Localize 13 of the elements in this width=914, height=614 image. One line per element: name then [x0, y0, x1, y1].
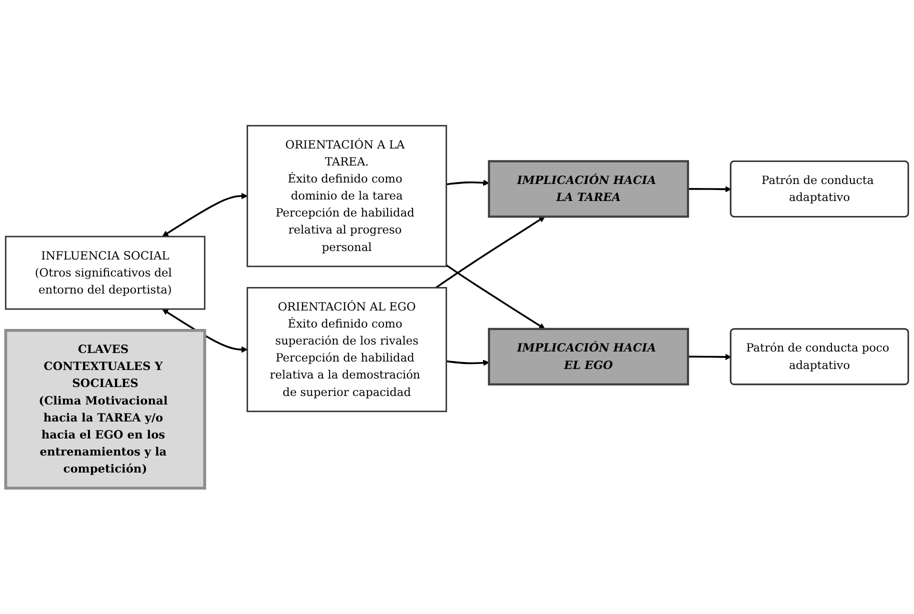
arrow [688, 354, 732, 360]
arrow [446, 180, 490, 186]
node-box: CLAVES CONTEXTUALES Y SOCIALES (Clima Motivacional hacia la TAREA y/o hacia el EGO en los entrenamientos y la competición) [4, 329, 206, 490]
node-box: INFLUENCIA SOCIAL (Otros significativos del entorno del deportista) [4, 236, 206, 310]
node-box: ORIENTACIÓN AL EGO Éxito definido como superación de los rivales Percepción de habilidad relativa a la demostración de superior capacidad [246, 287, 448, 412]
arrow [162, 193, 248, 237]
arrow [446, 264, 546, 330]
arrow [435, 216, 546, 289]
node-box: IMPLICACIÓN HACIA EL EGO [488, 328, 690, 386]
arrow [446, 360, 490, 366]
node-box: ORIENTACIÓN A LA TAREA. Éxito definido como dominio de la tarea Percepción de habilidad relativa al progreso personal [246, 125, 448, 268]
node-box: IMPLICACIÓN HACIA LA TAREA [488, 160, 690, 218]
arrow [688, 186, 732, 192]
